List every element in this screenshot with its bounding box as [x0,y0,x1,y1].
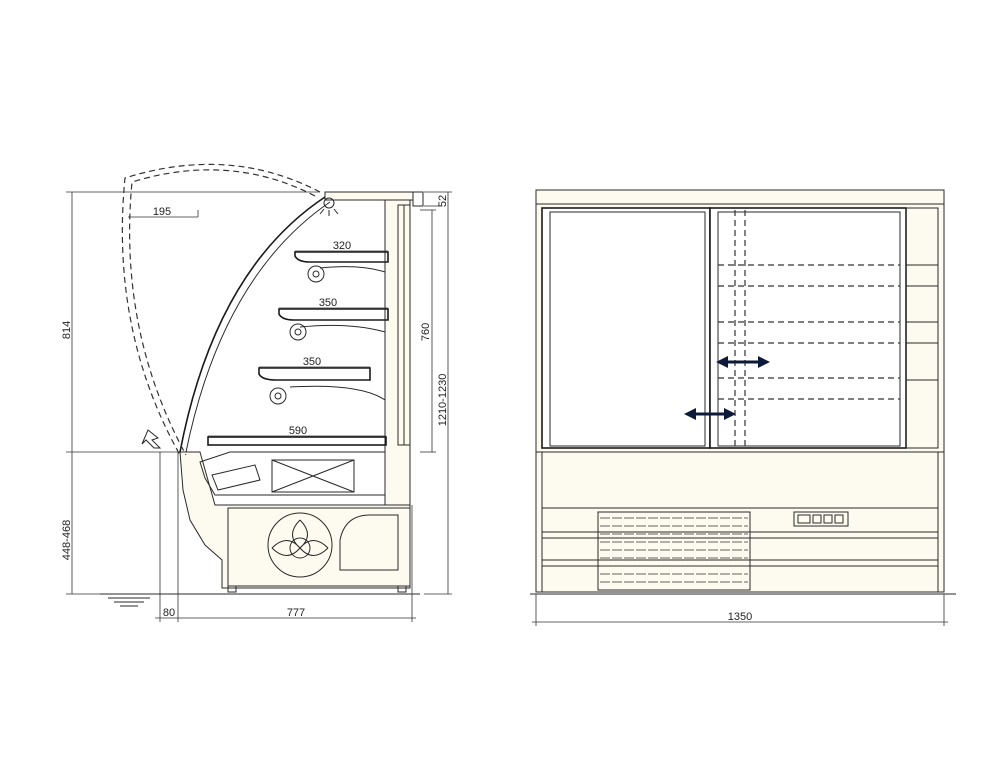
side-view [100,163,424,607]
side-curved-glass [179,196,326,453]
open-direction-icon [141,429,162,449]
dim-195: 195 [153,206,171,218]
side-compressor [339,514,399,571]
side-foot-left [227,585,237,593]
dim-320: 320 [333,240,351,252]
floor-symbol [108,597,150,607]
lamp-icon [323,197,335,209]
dim-1210-1230: 1210-1230 [437,374,449,427]
slide-arrow-upper-icon [716,356,770,368]
side-shelf-base [199,436,387,496]
fan-icon [267,512,333,578]
fan-hub [289,537,311,559]
front-shelves [718,264,938,400]
dim-52: 52 [437,195,449,207]
side-canopy-lip [412,191,424,207]
side-shelf-mid [278,308,389,341]
dim-590: 590 [289,425,307,437]
front-glass-left-inner [549,211,706,447]
dim-350-low: 350 [303,356,321,368]
slide-arrow-lower-icon [684,408,736,420]
side-shelf-low [258,367,386,412]
dim-350-mid: 350 [319,297,337,309]
front-dimensions [532,594,948,626]
front-end-lower [905,379,939,449]
side-dimensions [66,191,452,622]
side-base-body [179,451,411,589]
side-canopy [324,191,414,201]
front-glass-right-inner [717,211,901,447]
side-shelf-top [294,251,389,283]
dim-448-468: 448-468 [61,520,73,560]
vent-grille [597,511,751,591]
fan-blades [271,519,329,556]
control-panel [793,511,849,527]
front-view [530,189,956,595]
front-canopy [535,189,945,205]
dim-1350: 1350 [728,611,752,623]
dim-777: 777 [287,607,305,619]
side-curved-glass-inner [185,201,331,453]
front-glass-right [709,207,907,449]
lamp-rays [319,208,339,216]
front-glass-left [541,207,711,449]
dim-80: 80 [163,607,175,619]
side-machine-bay [227,507,411,587]
dim-760: 760 [420,323,432,341]
dim-814: 814 [61,321,73,339]
side-glass-open-inner [129,169,316,456]
side-foot-right [397,585,407,593]
